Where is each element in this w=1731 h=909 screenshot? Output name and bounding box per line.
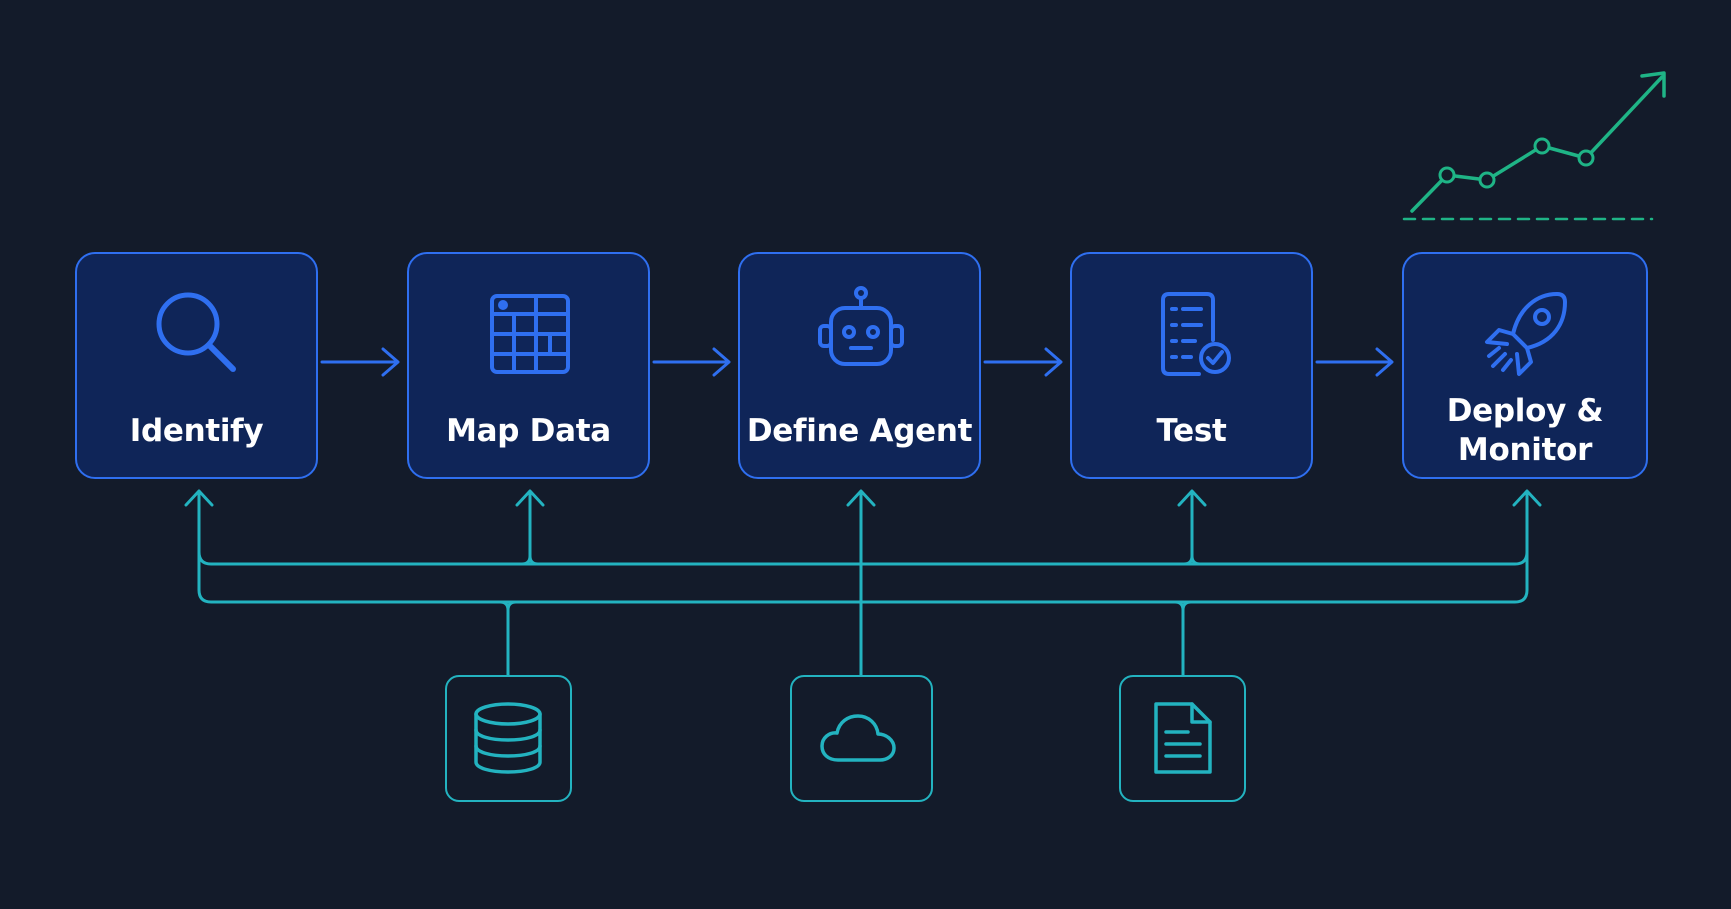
step-map-data[interactable]: Map Data [407,252,650,479]
step-label: Define Agent [746,412,973,449]
source-database[interactable] [445,675,572,802]
rising-line-chart-icon [1402,71,1666,221]
cloud-icon [820,714,896,762]
flow-arrow-3 [983,347,1063,377]
step-label: Identify [129,412,264,449]
table-grid-icon [490,294,570,374]
step-label: Map Data [446,412,611,449]
step-deploy-monitor[interactable]: Deploy & Monitor [1402,252,1648,479]
document-icon [1154,702,1212,774]
flow-arrow-2 [652,347,731,377]
step-label: Deploy & Monitor [1446,393,1604,468]
step-identify[interactable]: Identify [75,252,318,479]
magnifier-icon [156,292,236,372]
flow-arrow-1 [320,347,400,377]
step-label: Test [1156,412,1227,449]
step-test[interactable]: Test [1070,252,1313,479]
rocket-icon [1485,292,1567,376]
checklist-icon [1161,292,1231,376]
robot-icon [818,286,904,366]
source-document[interactable] [1119,675,1246,802]
feedback-bus [184,489,1542,678]
step-define-agent[interactable]: Define Agent [738,252,981,479]
database-icon [474,702,542,774]
source-cloud[interactable] [790,675,933,802]
flow-arrow-4 [1315,347,1394,377]
